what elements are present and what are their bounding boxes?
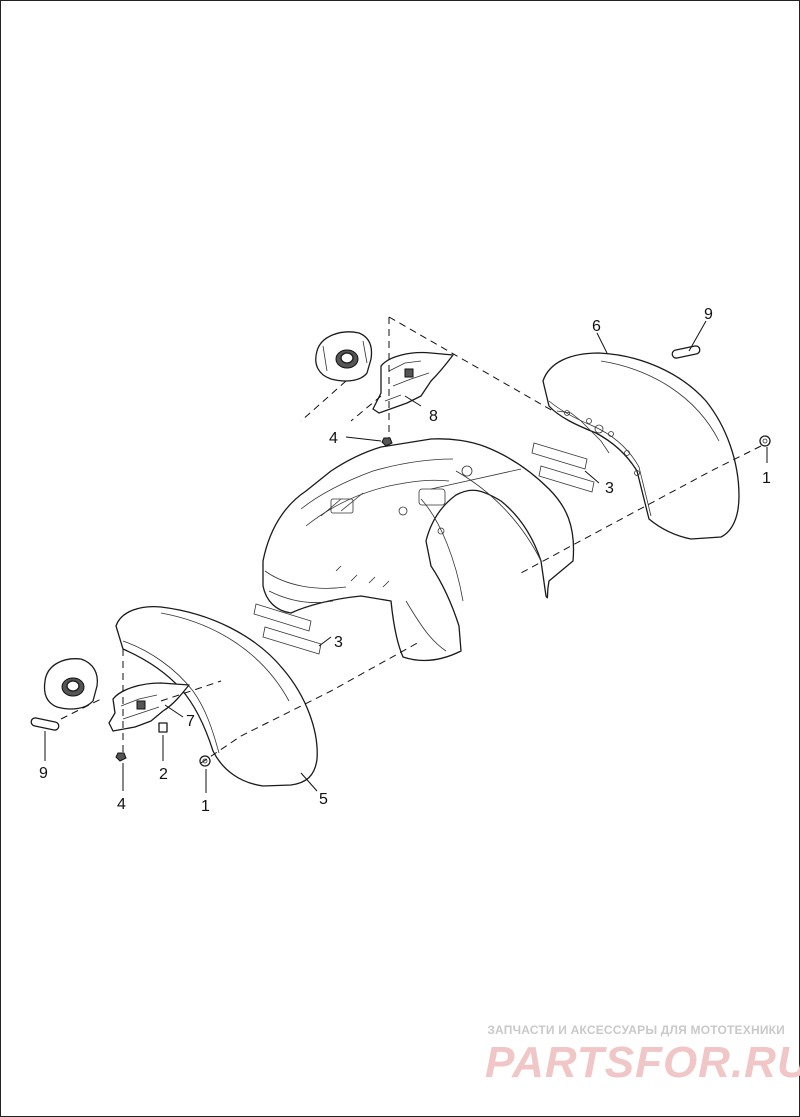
watermark-logo: PARTSFOR.RU xyxy=(485,1038,800,1087)
callout-7: 7 xyxy=(186,713,195,730)
screw-left xyxy=(199,755,211,767)
callout-9-right: 9 xyxy=(704,306,713,323)
left-tail-lamp-housing xyxy=(43,658,99,710)
reflector-left xyxy=(30,717,60,731)
right-tail-lamp-housing xyxy=(315,331,373,382)
right-lamp-bracket xyxy=(372,351,454,414)
left-lamp-bracket xyxy=(108,682,190,732)
rear-fender xyxy=(262,438,575,662)
callout-3-upper: 3 xyxy=(605,480,614,497)
watermark-tagline: ЗАПЧАСТИ И АКСЕССУАРЫ ДЛЯ МОТОТЕХНИКИ xyxy=(487,1023,785,1037)
screw-right xyxy=(759,435,771,447)
callout-5: 5 xyxy=(319,791,328,808)
leader-lines xyxy=(44,320,768,793)
right-fender-cover xyxy=(542,352,740,540)
callout-3-lower: 3 xyxy=(334,634,343,651)
callout-2: 2 xyxy=(159,766,168,783)
clip-nut xyxy=(158,722,168,733)
callout-6: 6 xyxy=(592,318,601,335)
callout-8: 8 xyxy=(429,408,438,425)
assembly-lines xyxy=(60,316,762,764)
trim-strips-lower xyxy=(253,603,322,655)
callout-4-lower: 4 xyxy=(117,796,126,813)
reflector-right xyxy=(671,345,701,359)
nut-lower xyxy=(115,752,127,762)
nut-upper xyxy=(381,437,393,447)
callout-4-upper: 4 xyxy=(329,430,338,447)
callout-1-left: 1 xyxy=(201,798,210,815)
callout-9-left: 9 xyxy=(39,765,48,782)
trim-strips-upper xyxy=(531,442,595,493)
callout-1-right: 1 xyxy=(762,470,771,487)
watermark: ЗАПЧАСТИ И АКСЕССУАРЫ ДЛЯ МОТОТЕХНИКИ PA… xyxy=(485,1023,800,1087)
